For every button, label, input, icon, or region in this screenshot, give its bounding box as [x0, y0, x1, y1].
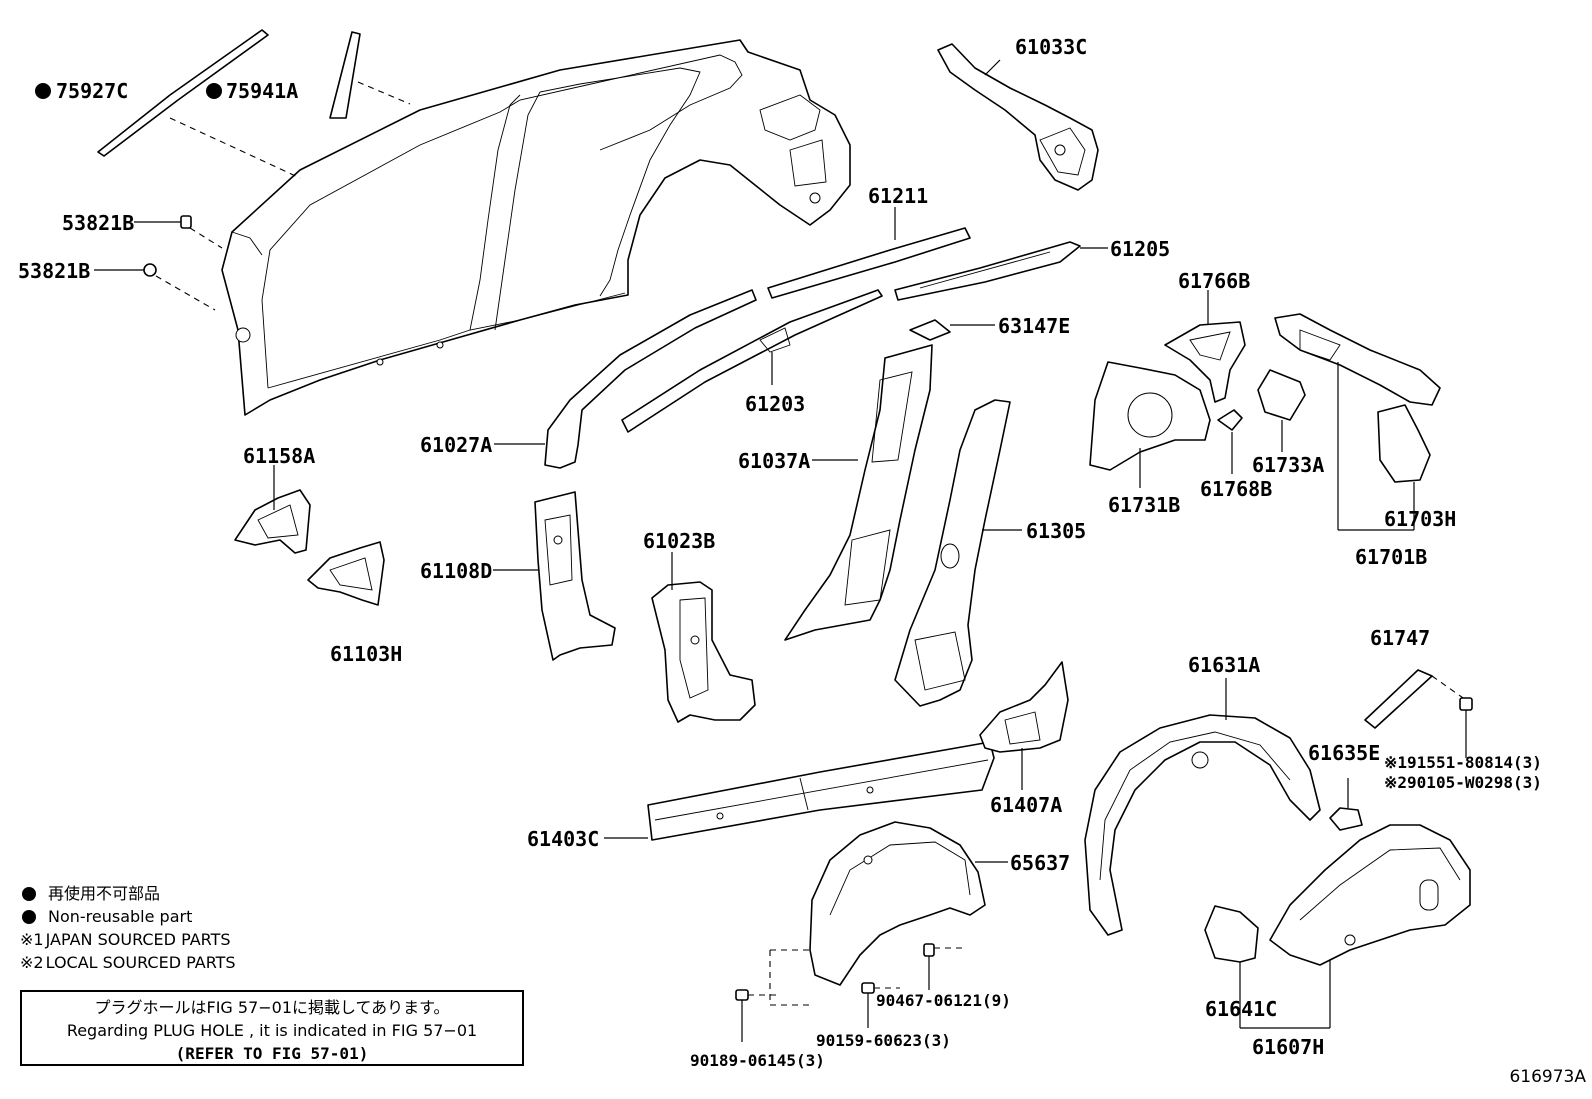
part-61641C-bracket	[1204, 905, 1330, 1029]
label-61203: 61203	[745, 392, 805, 416]
label-65637: 65637	[1010, 851, 1070, 875]
label-90189-06145: 90189-06145(3)	[690, 1051, 825, 1070]
part-61701B-assembly	[1274, 313, 1441, 531]
part-61766B-panel	[1164, 290, 1246, 403]
label-63147E: 63147E	[998, 314, 1070, 338]
note-line-ja: プラグホールはFIG 57−01に掲載してあります。	[94, 998, 450, 1017]
fasteners	[735, 943, 965, 1042]
label-61631A: 61631A	[1188, 653, 1260, 677]
part-61305-pillar	[894, 399, 1022, 707]
label-61027A: 61027A	[420, 433, 492, 457]
note-line-en: Regarding PLUG HOLE , it is indicated in…	[66, 1021, 478, 1040]
part-61158A-bracket	[234, 465, 311, 554]
legend-text: 再使用不可部品	[48, 884, 161, 903]
legend-text: Non-reusable part	[48, 907, 193, 926]
part-61027A-pillar	[494, 289, 757, 469]
label-53821B-upper: 53821B	[62, 211, 134, 235]
part-61747-strip	[1364, 669, 1473, 758]
legend-row-non-reusable-en: Non-reusable part	[20, 905, 540, 928]
part-61607H-panel	[1269, 824, 1471, 1028]
part-61407A-extension	[979, 661, 1069, 790]
label-61205: 61205	[1110, 237, 1170, 261]
label-61305: 61305	[1026, 519, 1086, 543]
part-61037A-pillar	[784, 344, 933, 641]
part-63147E-bracket	[909, 319, 995, 341]
note-line-refer: (REFER TO FIG 57-01)	[175, 1044, 369, 1063]
non-reusable-dot-icon	[22, 886, 36, 901]
label-61033C: 61033C	[1015, 35, 1087, 59]
part-61733A-bracket	[1257, 369, 1306, 452]
part-75941A-trim	[329, 31, 411, 119]
legend-text: JAPAN SOURCED PARTS	[45, 930, 231, 949]
label-61108D: 61108D	[420, 559, 492, 583]
label-75927C: 75927C	[56, 79, 128, 103]
label-61703H: 61703H	[1384, 507, 1456, 531]
legend-row-non-reusable-ja: 再使用不可部品	[20, 882, 540, 905]
part-61211-rail	[767, 207, 971, 299]
label-90467-06121: 90467-06121(9)	[876, 991, 1011, 1010]
legend-text: LOCAL SOURCED PARTS	[45, 953, 236, 972]
label-53821B-lower: 53821B	[18, 259, 90, 283]
legend-row-local-sourced: ※2 LOCAL SOURCED PARTS	[20, 951, 540, 974]
legend: 再使用不可部品 Non-reusable part ※1 JAPAN SOURC…	[20, 882, 540, 974]
label-61768B: 61768B	[1200, 477, 1272, 501]
non-reusable-marker	[206, 83, 222, 99]
part-61731B-panel	[1089, 361, 1211, 488]
label-290105-W0298: ※290105-W0298(3)	[1384, 773, 1542, 792]
label-61403C: 61403C	[527, 827, 599, 851]
side-panel-outer	[221, 39, 851, 416]
label-191551-80814: ※191551-80814(3)	[1384, 753, 1542, 772]
non-reusable-marker	[35, 83, 51, 99]
plug-hole-note: プラグホールはFIG 57−01に掲載してあります。 Regarding PLU…	[20, 990, 524, 1066]
part-61768B-bracket	[1217, 409, 1243, 474]
label-61641C: 61641C	[1205, 997, 1277, 1021]
part-53821B-clips	[94, 215, 223, 311]
part-61108D-pillar	[493, 491, 616, 661]
label-61635E: 61635E	[1308, 741, 1380, 765]
part-labels: 75927C 75941A 53821B 53821B 61033C 61211…	[18, 35, 1542, 1070]
part-61033C-extension	[937, 43, 1099, 191]
label-61731B: 61731B	[1108, 493, 1180, 517]
label-61407A: 61407A	[990, 793, 1062, 817]
non-reusable-dot-icon	[22, 909, 36, 924]
part-65637-liner	[769, 821, 1008, 1006]
part-61635E-bracket	[1329, 778, 1363, 831]
legend-mark: ※2	[20, 953, 44, 972]
part-61023B-pillar	[651, 552, 756, 723]
part-61103H-bracket	[307, 541, 385, 606]
part-61631A-wheelhouse	[1084, 678, 1321, 936]
figure-id: 616973A	[1509, 1067, 1586, 1087]
label-61037A: 61037A	[738, 449, 810, 473]
label-61607H: 61607H	[1252, 1035, 1324, 1059]
label-61023B: 61023B	[643, 529, 715, 553]
label-61701B: 61701B	[1355, 545, 1427, 569]
label-61747: 61747	[1370, 626, 1430, 650]
label-75941A: 75941A	[226, 79, 298, 103]
label-61211: 61211	[868, 184, 928, 208]
label-61733A: 61733A	[1252, 453, 1324, 477]
label-61103H: 61103H	[330, 642, 402, 666]
label-90159-60623: 90159-60623(3)	[816, 1031, 951, 1050]
legend-mark: ※1	[20, 930, 44, 949]
label-61766B: 61766B	[1178, 269, 1250, 293]
label-61158A: 61158A	[243, 444, 315, 468]
part-61403C-rocker	[604, 741, 995, 841]
part-61203-rail	[621, 289, 883, 433]
legend-row-japan-sourced: ※1 JAPAN SOURCED PARTS	[20, 928, 540, 951]
part-61205-rail	[894, 241, 1108, 301]
part-75927C-molding	[97, 29, 301, 179]
